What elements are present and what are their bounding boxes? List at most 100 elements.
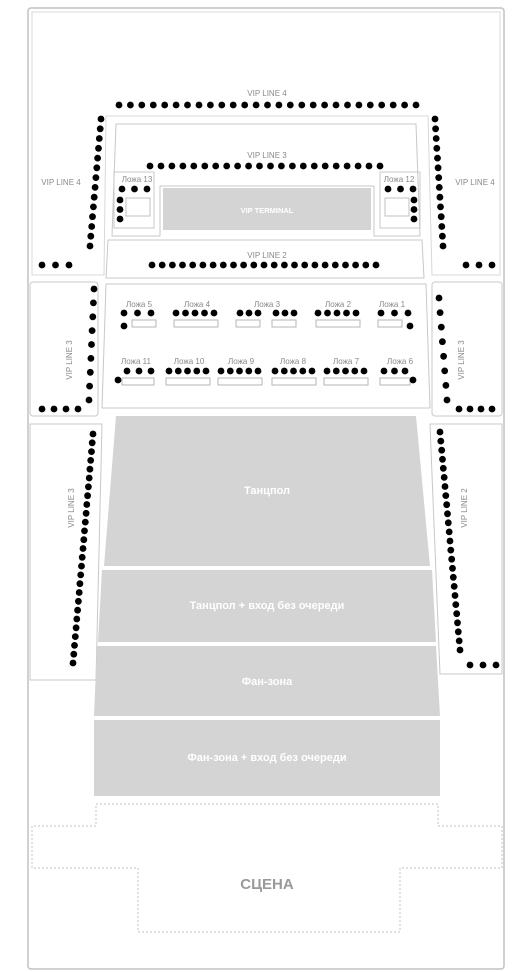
lodge-11-seat[interactable] xyxy=(147,367,155,375)
fan-zone[interactable] xyxy=(94,646,440,716)
lodge-6-seat[interactable] xyxy=(409,376,417,384)
vip-line-4-seat[interactable] xyxy=(355,101,363,109)
vip-line-2-seat[interactable] xyxy=(189,261,197,269)
vip-line-2-seat[interactable] xyxy=(362,261,370,269)
vip-line-3-left-seat[interactable] xyxy=(90,299,97,307)
lodge-9-seat[interactable] xyxy=(245,367,253,375)
vip-line-4-seat[interactable] xyxy=(91,184,99,191)
vip-line-4-seat[interactable] xyxy=(184,101,191,109)
lodge-2-seat[interactable] xyxy=(352,309,360,317)
vip-line-3-seat[interactable] xyxy=(354,162,362,170)
vip-line-2-lower-seat[interactable] xyxy=(437,437,445,445)
vip-line-3-lower-seat[interactable] xyxy=(80,536,88,544)
vip-line-4-seat[interactable] xyxy=(218,101,226,109)
vip-line-4-seat[interactable] xyxy=(378,101,386,109)
vip-line-3-right-seat[interactable] xyxy=(477,405,485,413)
vip-line-2-lower-seat[interactable] xyxy=(449,564,456,572)
vip-line-4-seat[interactable] xyxy=(93,164,101,172)
lodge-4-seat[interactable] xyxy=(210,309,218,317)
vip-line-2-seat[interactable] xyxy=(219,261,227,269)
vip-line-2-seat[interactable] xyxy=(250,261,258,269)
lodge-1-seat[interactable] xyxy=(377,309,385,317)
vip-line-2-seat[interactable] xyxy=(199,261,207,269)
lodge-6-seat[interactable] xyxy=(391,367,398,375)
vip-line-2-lower-seat[interactable] xyxy=(440,474,448,481)
vip-line-4-seat[interactable] xyxy=(252,101,260,109)
vip-line-4-seat[interactable] xyxy=(344,101,351,109)
vip-line-4-seat[interactable] xyxy=(207,101,214,109)
lodge-4-seat[interactable] xyxy=(182,309,189,317)
lodge-10-seat[interactable] xyxy=(184,367,191,375)
vip-line-4-seat[interactable] xyxy=(92,174,100,182)
vip-line-2-lower-seat[interactable] xyxy=(438,446,446,454)
vip-line-3-left-seat[interactable] xyxy=(88,341,95,348)
vip-line-3-lower-seat[interactable] xyxy=(83,501,91,508)
vip-line-2-lower-seat[interactable] xyxy=(448,555,456,563)
lodge-5-seat[interactable] xyxy=(147,309,155,317)
vip-line-3-lower-seat[interactable] xyxy=(78,562,85,570)
vip-line-2-lower-seat[interactable] xyxy=(447,546,455,554)
vip-line-3-left-seat[interactable] xyxy=(89,313,97,321)
lodge-7-seat[interactable] xyxy=(332,367,340,375)
lodge-12-seat[interactable] xyxy=(397,185,404,193)
lodge-9-seat[interactable] xyxy=(254,367,262,375)
vip-line-3-seat[interactable] xyxy=(179,162,187,170)
vip-line-3-right-seat[interactable] xyxy=(436,309,444,316)
dance-floor-fast-zone[interactable] xyxy=(98,570,436,642)
vip-line-3-lower-seat[interactable] xyxy=(78,553,86,561)
vip-line-2-seat[interactable] xyxy=(148,261,156,269)
vip-line-4-seat[interactable] xyxy=(88,223,96,230)
vip-line-4-seat[interactable] xyxy=(432,135,440,142)
vip-line-2-lower-seat[interactable] xyxy=(449,573,457,581)
vip-line-3-left-seat[interactable] xyxy=(86,368,94,376)
vip-line-4-seat[interactable] xyxy=(172,101,180,109)
vip-line-3-left-seat[interactable] xyxy=(50,405,58,413)
lodge-4-seat[interactable] xyxy=(201,309,208,317)
vip-line-3-lower-seat[interactable] xyxy=(69,659,77,667)
vip-line-3-lower-seat[interactable] xyxy=(77,571,85,579)
lodge-4-seat[interactable] xyxy=(172,309,180,317)
vip-line-4-seat[interactable] xyxy=(434,164,442,172)
vip-line-3-left-seat[interactable] xyxy=(86,382,93,390)
vip-terminal-zone[interactable] xyxy=(163,188,371,230)
vip-line-4-seat[interactable] xyxy=(275,101,283,109)
vip-line-4-seat[interactable] xyxy=(389,101,397,109)
vip-line-3-right-seat[interactable] xyxy=(443,396,451,404)
vip-line-3-seat[interactable] xyxy=(321,162,329,170)
vip-line-3-lower-seat[interactable] xyxy=(76,580,84,588)
vip-line-3-seat[interactable] xyxy=(146,162,154,170)
vip-line-3-lower-seat[interactable] xyxy=(85,483,92,491)
vip-line-3-lower-seat[interactable] xyxy=(72,624,80,632)
vip-line-2-lower-seat[interactable] xyxy=(441,483,449,490)
lodge-5-seat[interactable] xyxy=(134,309,141,317)
vip-line-4-seat[interactable] xyxy=(439,232,446,240)
lodge-8-seat[interactable] xyxy=(271,367,279,375)
lodge-10-seat[interactable] xyxy=(165,367,173,375)
vip-line-3-lower-seat[interactable] xyxy=(87,457,95,464)
vip-line-4-seat[interactable] xyxy=(434,154,441,162)
lodge-12-seat[interactable] xyxy=(384,185,392,193)
vip-line-4-seat[interactable] xyxy=(52,261,59,269)
lodge-7-seat[interactable] xyxy=(342,367,349,375)
vip-line-4-seat[interactable] xyxy=(38,261,46,269)
lodge-12-seat[interactable] xyxy=(409,185,417,193)
vip-line-3-seat[interactable] xyxy=(157,162,165,170)
vip-line-4-seat[interactable] xyxy=(488,261,496,269)
vip-line-3-left-seat[interactable] xyxy=(62,405,70,413)
vip-line-3-right-seat[interactable] xyxy=(437,323,445,331)
lodge-6-seat[interactable] xyxy=(401,367,409,375)
vip-line-2-seat[interactable] xyxy=(301,261,309,269)
vip-line-2-lower-seat[interactable] xyxy=(442,492,450,499)
vip-line-2-seat[interactable] xyxy=(331,261,339,269)
vip-line-4-seat[interactable] xyxy=(90,203,97,211)
vip-line-3-lower-seat[interactable] xyxy=(88,439,96,447)
lodge-10-seat[interactable] xyxy=(202,367,210,375)
lodge-6-seat[interactable] xyxy=(380,367,388,375)
vip-line-3-left-seat[interactable] xyxy=(38,405,46,413)
vip-line-3-seat[interactable] xyxy=(376,162,384,170)
vip-line-2-seat[interactable] xyxy=(230,261,237,269)
vip-line-3-seat[interactable] xyxy=(332,162,340,170)
vip-line-3-lower-seat[interactable] xyxy=(75,597,82,605)
vip-line-2-lower-seat[interactable] xyxy=(439,455,446,463)
vip-line-3-right-seat[interactable] xyxy=(455,405,463,413)
